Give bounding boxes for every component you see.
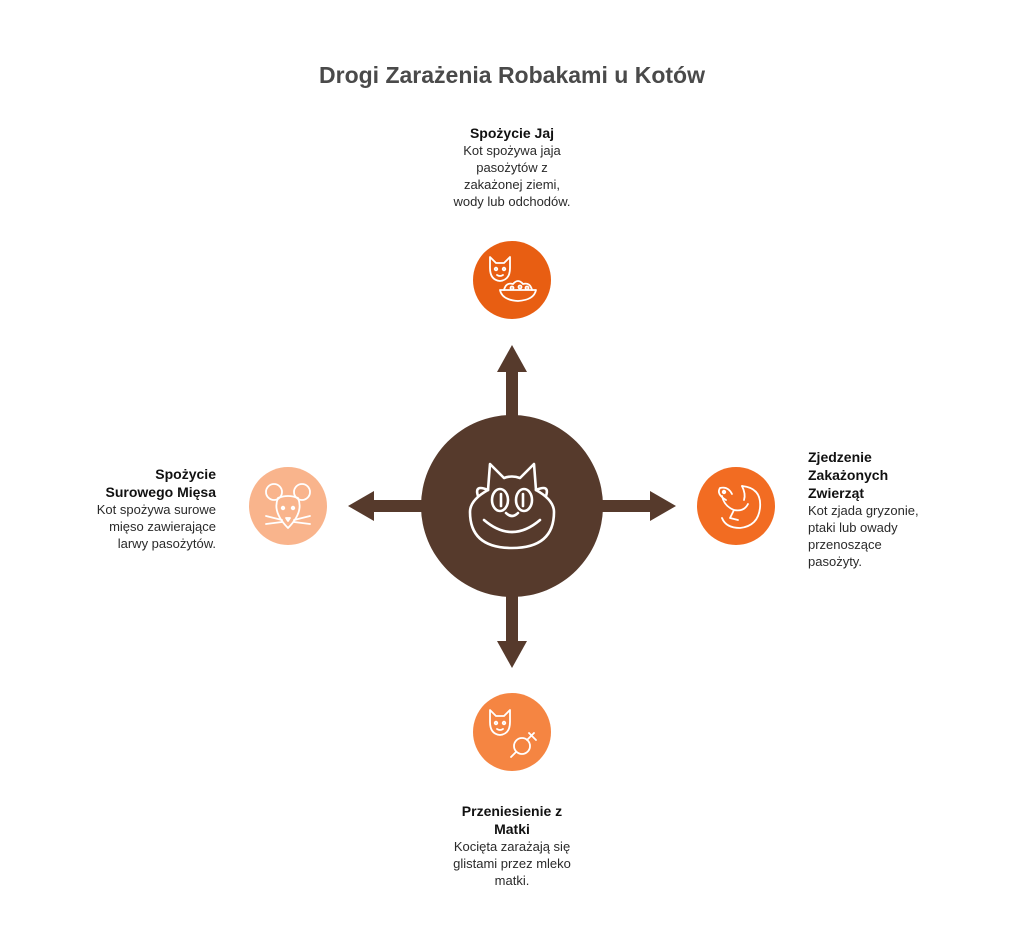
left-node-desc-line: Kot spożywa surowe <box>96 502 216 517</box>
right-node-title-line: Zwierząt <box>808 485 865 501</box>
bottom-node-title-line: Matki <box>494 821 530 837</box>
arrow-down <box>497 585 527 668</box>
right-node-text: Zjedzenie Zakażonych Zwierząt Kot zjada … <box>808 448 1008 570</box>
bottom-node-desc-line: Kocięta zarażają się <box>453 839 571 854</box>
left-node-circle <box>249 467 327 545</box>
arrows <box>348 345 676 668</box>
left-node-text: Spożycie Surowego Mięsa Kot spożywa suro… <box>24 465 216 552</box>
cat-female-symbol-icon <box>489 709 537 758</box>
top-node-circle <box>473 241 551 319</box>
squirrel-icon <box>717 485 762 529</box>
top-node-desc-line: zakażonej ziemi, <box>463 177 561 192</box>
top-node-desc-line: wody lub odchodów. <box>453 194 571 209</box>
bottom-node-title-line: Przeniesienie z <box>461 803 563 819</box>
arrow-right <box>596 491 676 521</box>
right-node-desc-line: Kot zjada gryzonie, <box>808 503 919 518</box>
left-node-title-line: Surowego Mięsa <box>105 484 216 500</box>
top-node-title: Spożycie Jaj <box>469 125 555 141</box>
arrow-left <box>348 491 428 521</box>
bottom-node-title: Przeniesienie z Matki <box>412 802 612 838</box>
left-node-description: Kot spożywa surowe mięso zawierające lar… <box>24 501 216 552</box>
bottom-node-description: Kocięta zarażają się glistami przez mlek… <box>412 838 612 889</box>
page-title: Drogi Zarażenia Robakami u Kotów <box>319 62 705 88</box>
right-node-desc-line: przenoszące <box>808 537 882 552</box>
right-node-desc-line: pasożyty. <box>808 554 862 569</box>
bottom-node-desc-line: matki. <box>494 873 530 888</box>
top-node-desc-line: pasożytów z <box>476 160 548 175</box>
bottom-node-circle <box>473 693 551 771</box>
right-node-desc-line: ptaki lub owady <box>808 520 898 535</box>
bottom-node-desc-line: glistami przez mleko <box>453 856 571 871</box>
mouse-icon <box>265 483 311 529</box>
right-node-title-line: Zakażonych <box>808 467 889 483</box>
top-node-description: Kot spożywa jaja pasożytów z zakażonej z… <box>412 142 612 210</box>
right-node-title-line: Zjedzenie <box>808 449 872 465</box>
bottom-node-text: Przeniesienie z Matki Kocięta zarażają s… <box>412 802 612 889</box>
top-node-desc-line: Kot spożywa jaja <box>463 143 561 158</box>
right-node-title: Zjedzenie Zakażonych Zwierząt <box>808 448 1008 502</box>
right-node-circle <box>697 467 775 545</box>
cat-with-food-bowl-icon <box>489 256 537 302</box>
cat-face-icon <box>468 462 556 550</box>
left-node-desc-line: larwy pasożytów. <box>117 536 216 551</box>
right-node-description: Kot zjada gryzonie, ptaki lub owady prze… <box>808 502 1008 570</box>
arrow-up <box>497 345 527 426</box>
left-node-desc-line: mięso zawierające <box>109 519 216 534</box>
left-node-title: Spożycie Surowego Mięsa <box>24 465 216 501</box>
left-node-title-line: Spożycie <box>155 466 216 482</box>
center-circle <box>421 415 603 597</box>
top-node-text: Spożycie Jaj Kot spożywa jaja pasożytów … <box>412 124 612 210</box>
